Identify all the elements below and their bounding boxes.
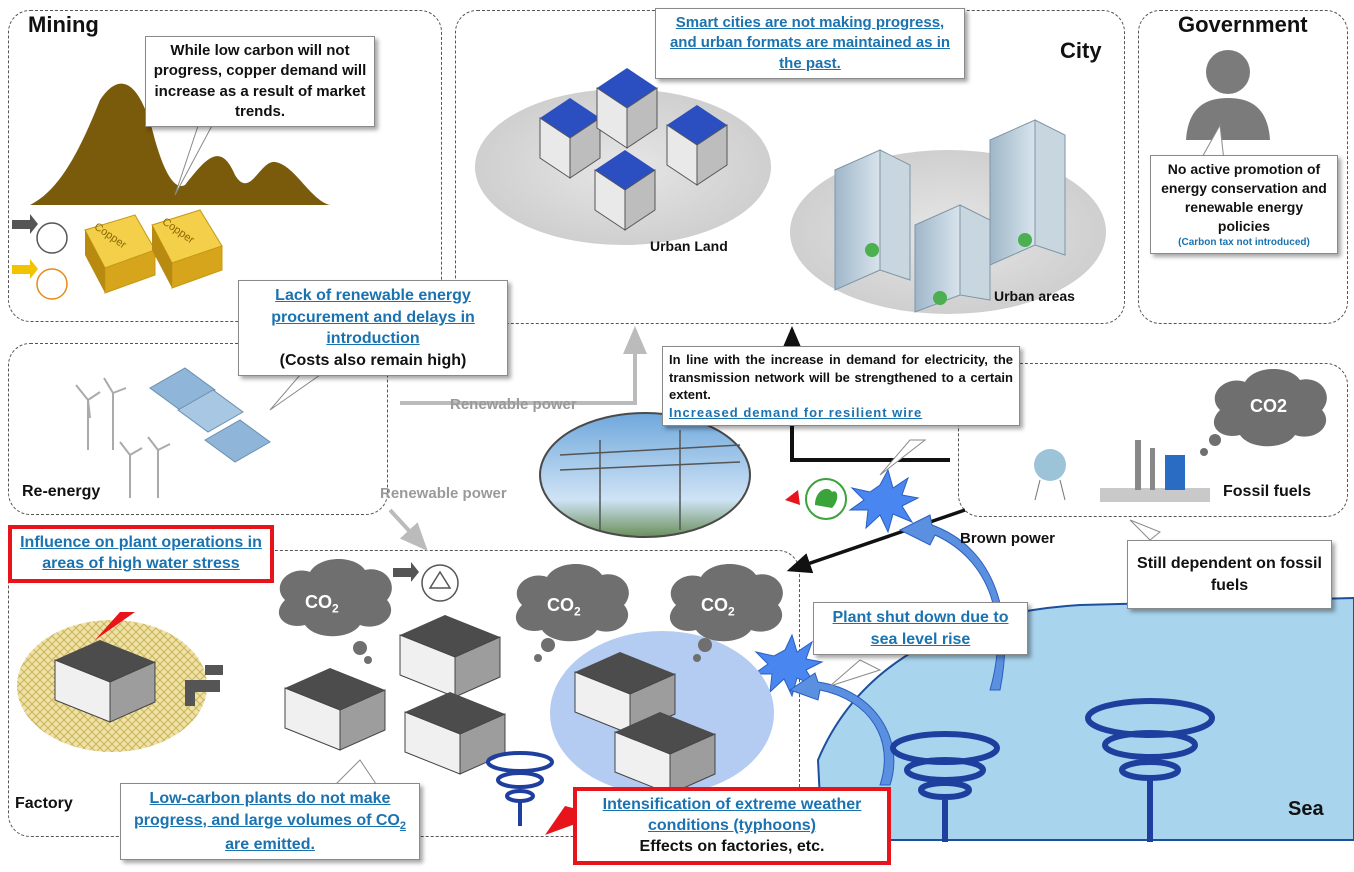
re-energy-region: [8, 343, 388, 515]
person-silhouette: [1186, 50, 1270, 140]
water-stress-callout: Influence on plant operations in areas o…: [8, 525, 274, 583]
water-stress-text[interactable]: Influence on plant operations in areas o…: [20, 534, 262, 572]
plant-shutdown-callout: Plant shut down due to sea level rise: [813, 602, 1028, 656]
typhoon-1: [890, 731, 1000, 842]
transmission-photo: [539, 412, 751, 538]
mountain-shape: [30, 83, 330, 205]
mining-label: Mining: [28, 12, 99, 37]
solar-panels: [149, 367, 271, 463]
renewable-power-label-1: Renewable power: [450, 396, 577, 413]
co2-label-3: CO2: [701, 595, 735, 619]
wind-turbines: [75, 377, 171, 498]
low-carbon-text-b[interactable]: are emitted.: [225, 835, 315, 853]
renewable-arrow-1: [400, 326, 647, 405]
mining-callout: While low carbon will not progress, copp…: [145, 36, 375, 127]
transmission-callout: In line with the increase in demand for …: [662, 346, 1020, 427]
faucet-icon: [185, 665, 223, 706]
brown-power-label: Brown power: [960, 530, 1056, 547]
transmission-text: In line with the increase in demand for …: [669, 352, 1013, 403]
co2-cloud-3: [669, 563, 783, 642]
brown-power-arrow: [786, 508, 966, 574]
co2-cloud-2: [515, 563, 629, 642]
smart-city-callout: Smart cities are not making progress, an…: [655, 8, 965, 79]
starburst-1: [848, 468, 920, 534]
co2-cloud-1: [278, 558, 392, 637]
factories: [54, 615, 716, 795]
power-plant: [1034, 440, 1210, 502]
extreme-link-text[interactable]: Intensification of extreme weather condi…: [602, 796, 862, 834]
renew-plain-text: (Costs also remain high): [279, 351, 467, 369]
co2-label-1: CO2: [305, 592, 339, 616]
factory-label: Factory: [15, 795, 73, 812]
yen-icon: [36, 222, 68, 254]
transmission-link-text[interactable]: Increased demand for resilient wire: [669, 404, 923, 420]
extreme-plain-text: Effects on factories, etc.: [639, 837, 825, 855]
fossil-co2-cloud: [1213, 368, 1327, 447]
low-carbon-sub: 2: [399, 819, 406, 832]
extreme-weather-callout: Intensification of extreme weather condi…: [573, 787, 891, 866]
smart-city-text[interactable]: Smart cities are not making progress, an…: [669, 14, 951, 72]
mining-region: [8, 10, 442, 322]
renew-link-text[interactable]: Lack of renewable energy procurement and…: [271, 287, 475, 348]
still-dependent-callout: Still dependent on fossil fuels: [1127, 540, 1332, 610]
worker-icon: [36, 268, 68, 300]
urban-areas-label: Urban areas: [994, 288, 1075, 304]
plant-shutdown-text[interactable]: Plant shut down due to sea level rise: [832, 609, 1009, 648]
city-label: City: [1060, 38, 1102, 63]
government-region: [1138, 10, 1348, 324]
recycle-icon: [421, 564, 459, 602]
fossil-region: [958, 363, 1348, 517]
typhoon-2: [1085, 698, 1215, 842]
houses: [539, 68, 728, 231]
government-callout: No active promotion of energy conservati…: [1150, 155, 1338, 255]
urban-land-label: Urban Land: [650, 238, 728, 254]
buildings: [834, 119, 1066, 313]
co2-label-fossil: CO2: [1250, 396, 1288, 416]
renewable-arrow-2: [388, 508, 428, 551]
government-label: Government: [1178, 12, 1308, 37]
fossil-label: Fossil fuels: [1223, 483, 1312, 500]
renewable-power-label-2: Renewable power: [380, 485, 507, 502]
small-typhoon: [486, 751, 554, 826]
re-energy-label: Re-energy: [22, 483, 101, 500]
copper-bars: [84, 209, 223, 294]
low-carbon-text-a[interactable]: Low-carbon plants do not make progress, …: [134, 790, 400, 829]
gov-sub-text: (Carbon tax not introduced): [1178, 236, 1310, 248]
low-carbon-callout: Low-carbon plants do not make progress, …: [120, 783, 420, 861]
renewable-procurement-callout: Lack of renewable energy procurement and…: [238, 280, 508, 377]
co2-label-2: CO2: [547, 595, 581, 619]
sea-label: Sea: [1288, 798, 1324, 820]
gov-main-text: No active promotion of energy conservati…: [1161, 161, 1327, 234]
